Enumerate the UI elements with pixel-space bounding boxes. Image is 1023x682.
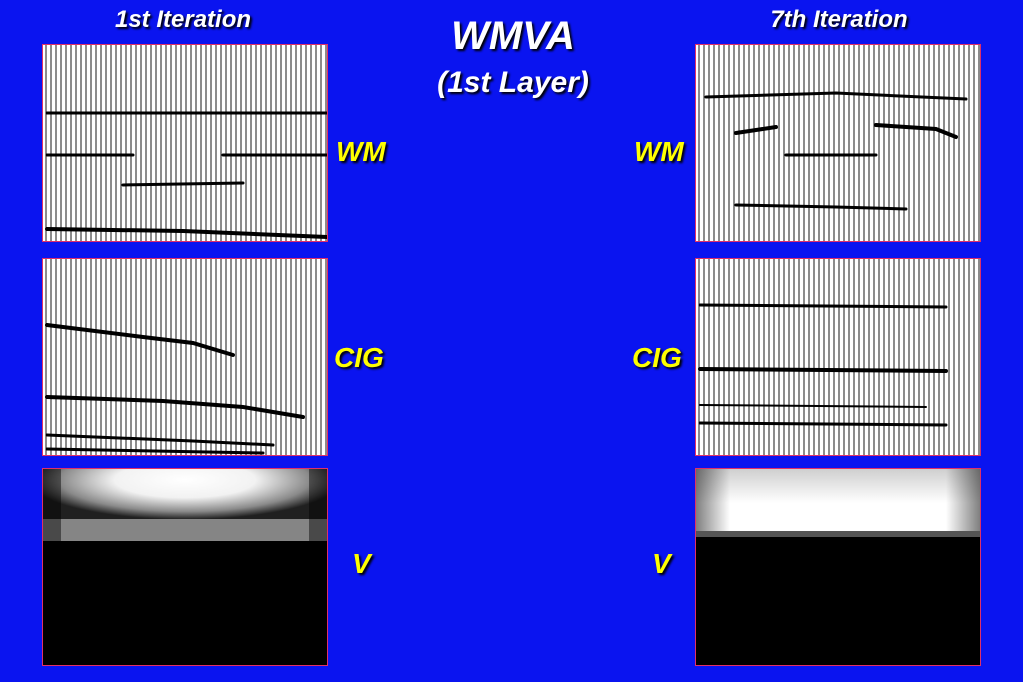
reflector-event xyxy=(698,367,948,373)
reflector-event xyxy=(45,323,235,357)
page-title: WMVA xyxy=(451,14,575,58)
reflector-event xyxy=(121,181,245,187)
reflector-event xyxy=(45,447,265,455)
reflector-event xyxy=(874,123,958,139)
reflector-event xyxy=(698,303,948,309)
right-cig-label: CIG xyxy=(632,342,682,373)
left-cig-panel xyxy=(42,258,328,456)
page-subtitle: (1st Layer) xyxy=(437,66,589,99)
right-cig-seismic-image xyxy=(698,259,980,455)
reflector-event xyxy=(45,227,327,239)
right-wm-panel xyxy=(695,44,981,242)
right-column-heading: 7th Iteration xyxy=(770,6,908,33)
right-wm-seismic-image xyxy=(698,45,980,241)
left-cig-seismic-image xyxy=(45,259,327,455)
left-v-label: V xyxy=(352,548,371,579)
left-wm-label: WM xyxy=(336,136,386,167)
left-v-panel xyxy=(42,468,328,666)
left-cig-label: CIG xyxy=(334,342,384,373)
right-v-label: V xyxy=(652,548,671,579)
right-cig-panel xyxy=(695,258,981,456)
right-v-panel xyxy=(695,468,981,666)
reflector-event xyxy=(699,404,927,408)
reflector-event xyxy=(704,91,968,101)
reflector-event xyxy=(734,203,908,211)
right-wm-label: WM xyxy=(634,136,684,167)
left-wm-panel xyxy=(42,44,328,242)
left-velocity-image xyxy=(43,469,327,665)
reflector-event xyxy=(734,125,778,135)
left-wm-seismic-image xyxy=(45,45,327,241)
reflector-event xyxy=(45,395,305,419)
reflector-event xyxy=(698,421,948,427)
left-column-heading: 1st Iteration xyxy=(114,6,252,33)
reflector-event xyxy=(45,433,275,447)
right-velocity-image xyxy=(696,469,980,665)
